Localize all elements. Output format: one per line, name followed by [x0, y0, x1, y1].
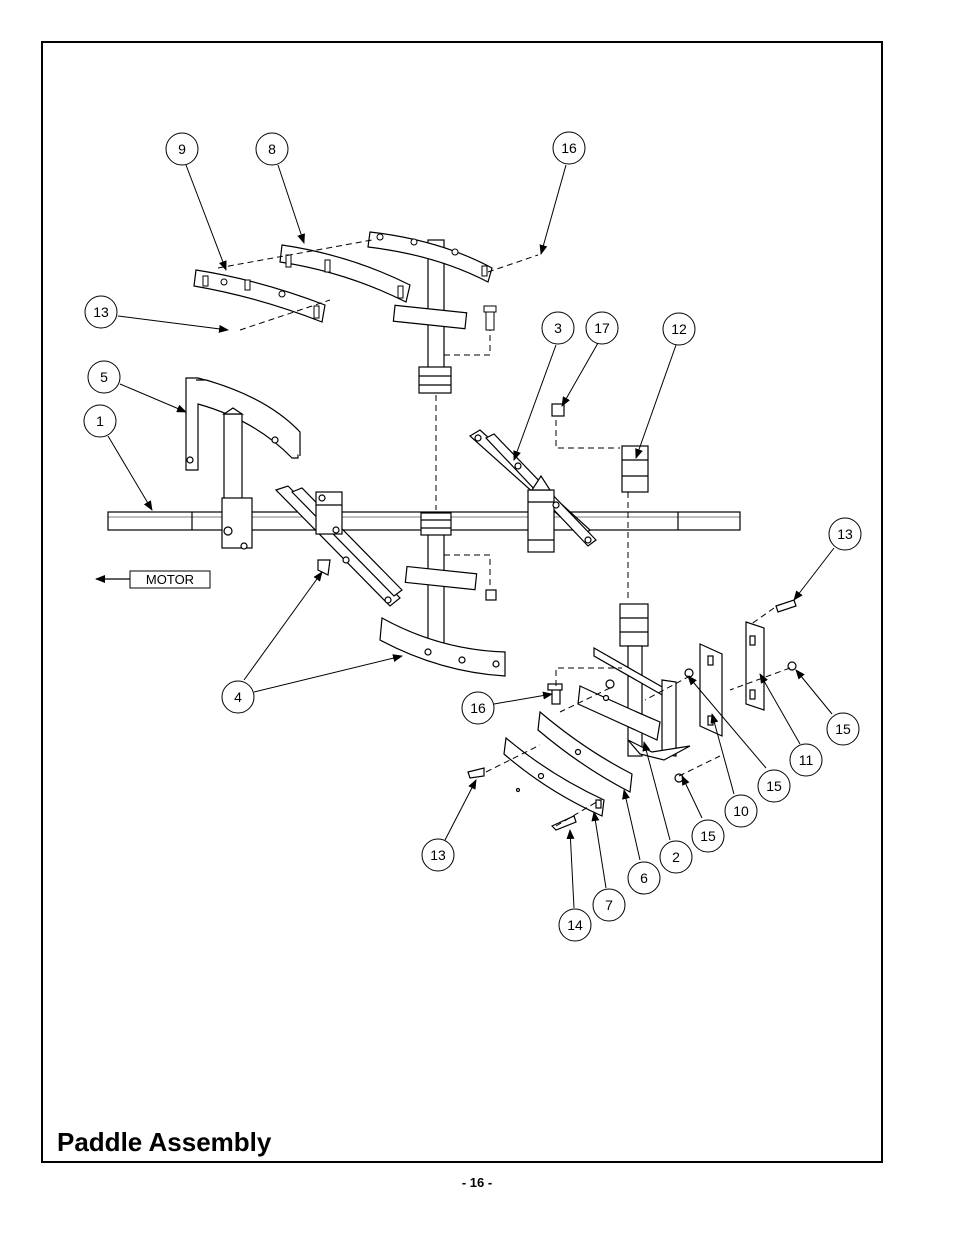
- callout-8: 8: [255, 132, 289, 166]
- callout-15-middle: 15: [757, 769, 791, 803]
- motor-indicator: MOTOR: [95, 570, 211, 589]
- callout-5: 5: [87, 360, 121, 394]
- motor-label: MOTOR: [146, 572, 194, 587]
- top-bolt-16: [483, 305, 497, 331]
- svg-text:16: 16: [470, 700, 486, 716]
- lower-curved-blade: [379, 565, 506, 677]
- callout-9: 9: [165, 132, 199, 166]
- callout-16-top: 16: [552, 131, 586, 165]
- callout-14: 14: [558, 908, 592, 942]
- callout-15-right: 15: [826, 712, 860, 746]
- top-paddle-holes: [202, 233, 488, 319]
- svg-text:12: 12: [671, 321, 687, 337]
- callout-12: 12: [662, 312, 696, 346]
- svg-text:8: 8: [268, 141, 276, 157]
- callout-15-lower: 15: [691, 819, 725, 853]
- page-frame: [41, 41, 883, 1163]
- svg-text:2: 2: [672, 849, 680, 865]
- center-lower-dashlines: [444, 554, 491, 588]
- callout-13-lower-alt: 13: [0, 0, 2, 1]
- svg-text:6: 6: [640, 870, 648, 886]
- callout-7: 7: [592, 888, 626, 922]
- svg-text:4: 4: [234, 689, 242, 705]
- page-title: Paddle Assembly: [57, 1127, 272, 1157]
- left-paddle: [185, 377, 301, 550]
- svg-text:13: 13: [837, 526, 853, 542]
- lower-right-assembly: [467, 599, 797, 831]
- svg-text:16: 16: [561, 140, 577, 156]
- right-paddle: [468, 403, 649, 647]
- callout-13-lower: 13: [421, 838, 455, 872]
- svg-text:9: 9: [178, 141, 186, 157]
- callout-13-right: 13: [828, 517, 862, 551]
- callout-10: 10: [724, 794, 758, 828]
- callout-13-top: 13: [84, 295, 118, 329]
- callout-3: 3: [541, 311, 575, 345]
- svg-text:3: 3: [554, 320, 562, 336]
- svg-text:10: 10: [733, 803, 749, 819]
- callout-2: 2: [659, 840, 693, 874]
- svg-text:15: 15: [766, 778, 782, 794]
- svg-text:13: 13: [430, 847, 446, 863]
- svg-text:15: 15: [835, 721, 851, 737]
- top-paddle-dashlines: [217, 239, 539, 510]
- svg-text:17: 17: [594, 320, 610, 336]
- svg-text:14: 14: [567, 917, 583, 933]
- callout-16-lower: 16: [461, 691, 495, 725]
- callout-6: 6: [627, 861, 661, 895]
- svg-text:15: 15: [700, 828, 716, 844]
- svg-text:5: 5: [100, 369, 108, 385]
- svg-text:1: 1: [96, 413, 104, 429]
- svg-text:7: 7: [605, 897, 613, 913]
- callout-17: 17: [585, 311, 619, 345]
- right-dashlines: [555, 420, 629, 602]
- center-arm: [418, 239, 452, 649]
- page-number: - 16 -: [461, 1175, 493, 1190]
- callout-bubbles: 9 8 16 13 3 17 12 5 1 13 4 16 13 15 11 1…: [83, 131, 862, 942]
- callout-11: 11: [789, 743, 823, 777]
- svg-text:13: 13: [93, 304, 109, 320]
- callout-leaders: [107, 164, 835, 909]
- top-paddle-blades: [193, 231, 493, 330]
- diagonal-blades-4: [274, 485, 403, 607]
- callout-1: 1: [83, 404, 117, 438]
- callout-4: 4: [221, 680, 255, 714]
- svg-text:11: 11: [799, 752, 814, 768]
